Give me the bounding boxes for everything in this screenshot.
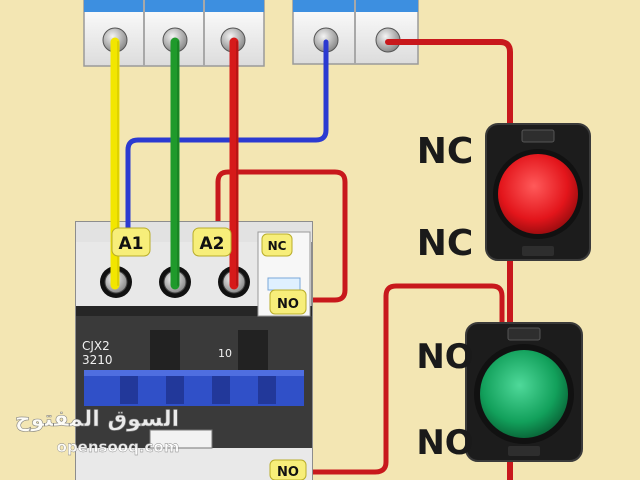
label-aux-no-top: NO <box>277 297 299 312</box>
control-wires <box>215 39 513 480</box>
contactor-model-line2: 3210 <box>82 353 113 367</box>
wire-no-to-no-button <box>297 283 505 475</box>
two-pole-breaker <box>292 0 419 65</box>
contactor-terminal-labels: A1 A2 NC NO NO <box>111 227 307 480</box>
watermark-arabic: السوق المفتوح <box>15 407 179 432</box>
wire-a2-loop-to-no <box>215 169 348 303</box>
contactor-marking-10: 10 <box>218 347 232 360</box>
label-a2: A2 <box>200 234 225 254</box>
label-aux-no-bottom: NO <box>277 465 299 480</box>
label-red-button-nc-upper: NC <box>417 131 474 172</box>
power-wires <box>110 37 329 290</box>
wire-blue-neutral <box>125 39 329 243</box>
label-aux-nc: NC <box>268 239 287 253</box>
green-button-cap <box>480 350 568 438</box>
label-a1: A1 <box>119 234 144 254</box>
wire-breaker-to-nc-button <box>385 39 513 133</box>
opensooq-watermark: السوق المفتوح opensooq.com <box>15 407 180 457</box>
label-green-button-no-upper: NO <box>416 337 473 377</box>
contactor-model-line1: CJX2 <box>82 339 110 353</box>
red-stop-button <box>485 123 591 261</box>
red-button-cap <box>498 154 578 234</box>
label-green-button-no-lower: NO <box>416 423 473 463</box>
watermark-latin: opensooq.com <box>57 438 180 456</box>
contactor: CJX2 3210 10 <box>75 221 313 480</box>
label-red-button-nc-lower: NC <box>417 223 474 264</box>
green-start-button <box>465 322 583 462</box>
